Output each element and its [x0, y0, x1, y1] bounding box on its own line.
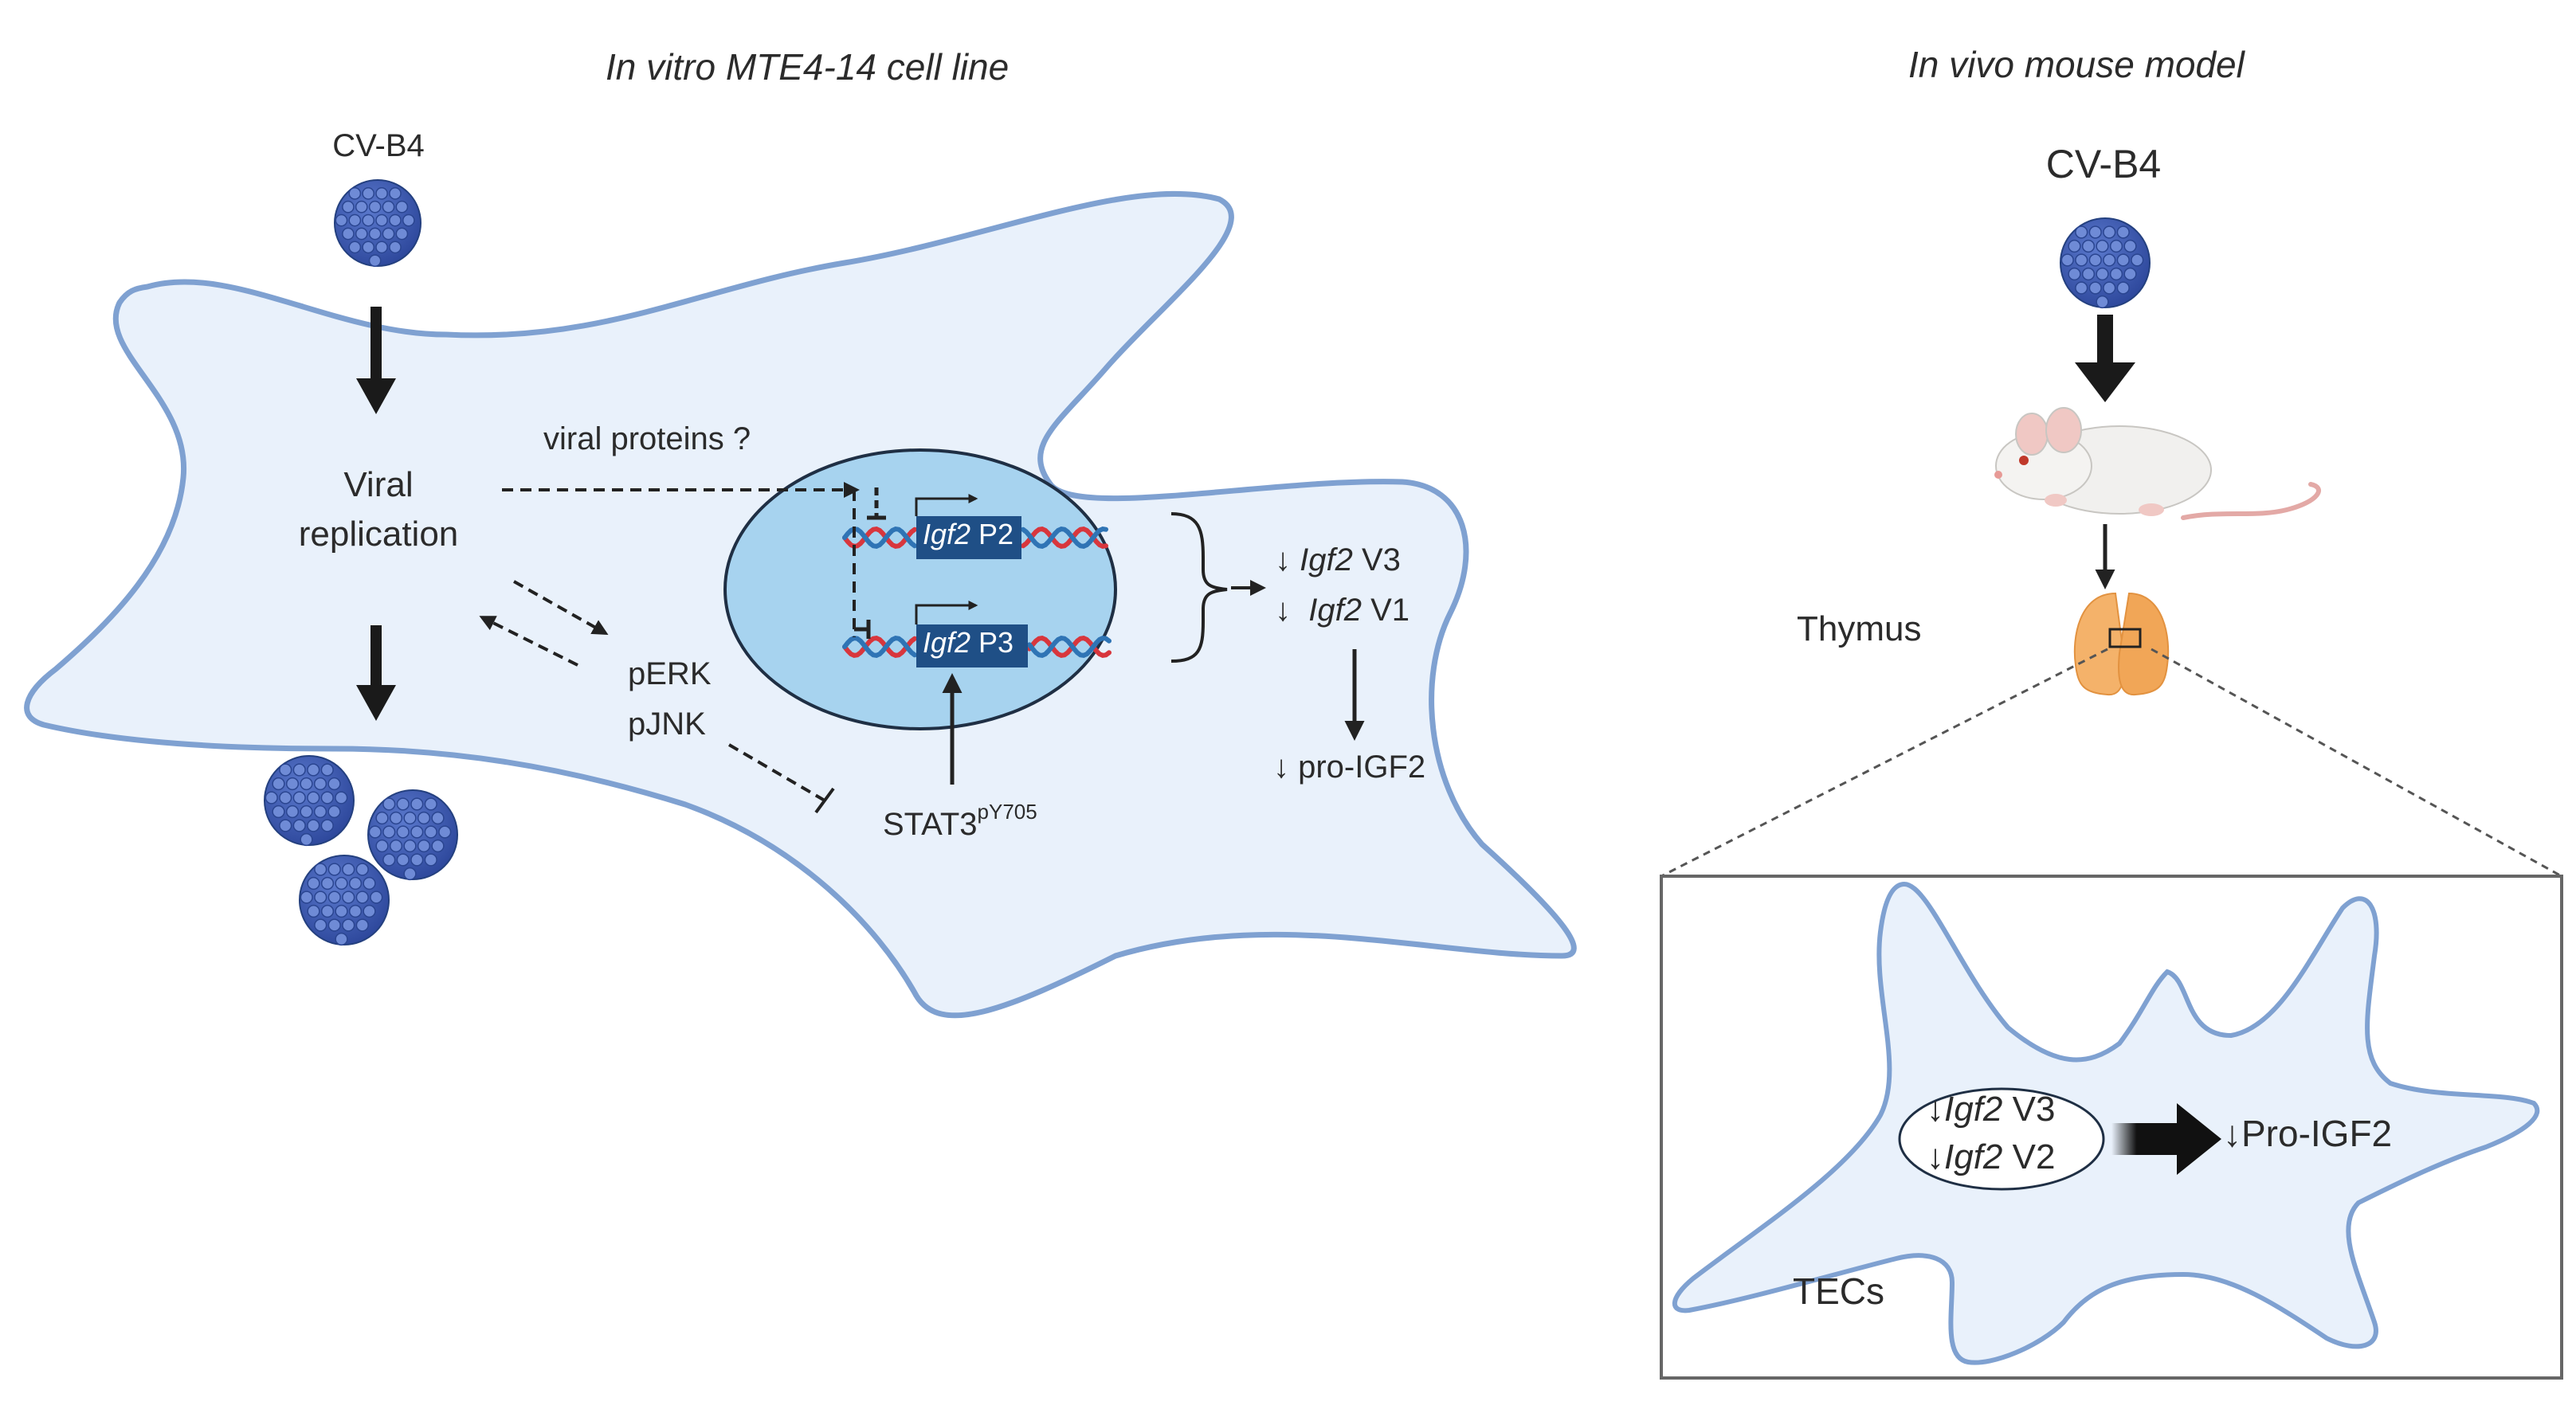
virus-right	[2060, 217, 2151, 309]
right-panel-title: In vivo mouse model	[1908, 44, 2245, 85]
igf2-p3-gene: Igf2	[923, 626, 971, 659]
thymus-illustration	[2073, 592, 2170, 696]
igf2-v3-suffix: V3	[1352, 542, 1401, 577]
tec-down-arrow-v2: ↓	[1927, 1137, 1944, 1176]
dna-strand-p2	[842, 527, 1108, 549]
tec-igf2-v3-gene: Igf2	[1944, 1090, 2003, 1129]
left-panel-title: In vitro MTE4-14 cell line	[606, 46, 1010, 88]
virus-released-1	[264, 755, 355, 847]
igf2-p2-box	[916, 516, 1021, 559]
tec-down-igf2-v3-label: ↓Igf2 V3	[1927, 1090, 2055, 1130]
mouse-illustration	[1994, 407, 2321, 520]
viral-proteins-dashed-arrow	[502, 482, 860, 637]
curly-brace	[1170, 512, 1228, 663]
replication-erk-dashed-arrows	[479, 580, 609, 667]
dna-strand-p3	[842, 636, 1112, 658]
stat3-label: STAT3pY705	[883, 800, 1037, 843]
perk-label: pERK	[628, 656, 712, 691]
igf2-p3-label: Igf2 P3	[923, 626, 1014, 659]
virus-released-3	[299, 855, 390, 946]
tss-arrow-p2	[915, 494, 978, 516]
tec-down-arrow-v3: ↓	[1927, 1090, 1944, 1129]
tec-igf2-v2-gene: Igf2	[1944, 1137, 2003, 1176]
down-igf2-v1-label: ↓ Igf2 V1	[1275, 592, 1410, 628]
down-pro-igf2-label: ↓ pro-IGF2	[1273, 750, 1426, 785]
viral-replication-line2: replication	[298, 515, 459, 554]
igf2-v3-gene: Igf2	[1300, 542, 1353, 577]
pjnk-label: pJNK	[628, 707, 706, 742]
left-virus-label: CV-B4	[332, 128, 425, 163]
tec-igf2-v3-suffix: V3	[2002, 1090, 2056, 1129]
igf2-v1-gene: Igf2	[1308, 593, 1362, 628]
pjnk-stat3-inhibition	[727, 743, 835, 814]
tec-nucleus	[1898, 1087, 2105, 1191]
virus-left-top	[334, 179, 421, 268]
igf2-p3-suffix: P3	[970, 626, 1014, 659]
igf2-p2-gene: Igf2	[923, 518, 971, 550]
virus-release-thick-arrow	[356, 625, 396, 721]
tec-down-pro-igf2-label: ↓Pro-IGF2	[2223, 1113, 2393, 1154]
down-arrow-v3: ↓	[1275, 542, 1291, 577]
nucleus	[723, 448, 1117, 730]
thymus-label: Thymus	[1797, 609, 1922, 648]
mouse-infection-thick-arrow	[2075, 315, 2135, 402]
viral-replication-label: Viral replication	[263, 460, 494, 559]
virus-particles	[264, 179, 2151, 946]
down-igf2-v3-label: ↓ Igf2 V3	[1275, 542, 1401, 578]
down-arrow-v1: ↓	[1275, 593, 1291, 628]
igf2-v1-suffix: V1	[1361, 593, 1410, 628]
viral-proteins-label: viral proteins ?	[543, 421, 751, 456]
tec-down-igf2-v2-label: ↓Igf2 V2	[1927, 1137, 2055, 1178]
tss-arrow-p3	[915, 601, 978, 624]
stat3-superscript: pY705	[977, 800, 1037, 824]
stat3-text: STAT3	[883, 807, 978, 842]
igf2-p2-suffix: P2	[970, 518, 1014, 550]
virus-entry-thick-arrow	[356, 307, 396, 414]
zoom-lines	[1660, 648, 2562, 878]
tec-cell-membrane	[1672, 881, 2540, 1365]
tecs-label: TECs	[1793, 1270, 1884, 1312]
virus-released-2	[367, 789, 458, 881]
viral-replication-line1: Viral	[343, 465, 414, 504]
igf2-p3box	[916, 624, 1028, 667]
right-virus-label: CV-B4	[2045, 142, 2162, 186]
igf2-p2-label: Igf2 P2	[923, 518, 1014, 550]
tec-igf2-v2-suffix: V2	[2002, 1137, 2056, 1176]
tec-big-arrow	[2111, 1103, 2221, 1175]
inhibition-bars-promoters	[854, 487, 886, 639]
